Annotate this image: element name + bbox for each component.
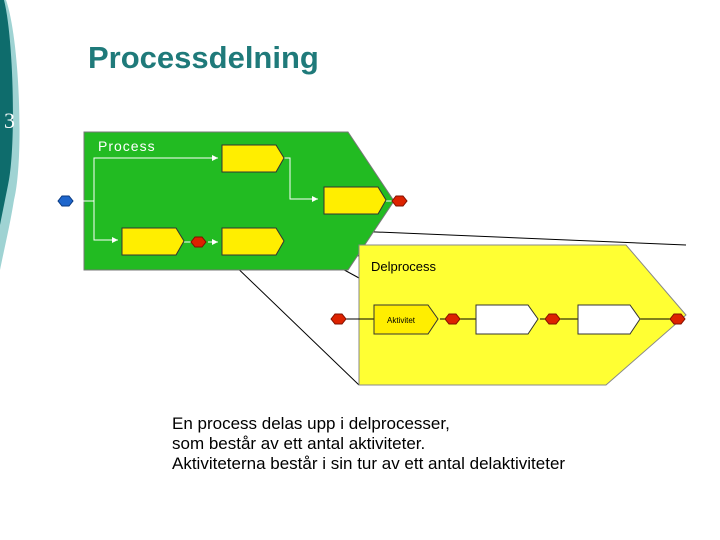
process-activity-box — [323, 186, 387, 215]
event-red — [444, 313, 461, 325]
activity-box — [577, 304, 641, 335]
event-red — [669, 313, 686, 325]
process-shape: Process — [57, 131, 408, 271]
process-activity-box — [121, 227, 185, 256]
process-activities — [121, 144, 387, 256]
flow-line — [282, 157, 318, 202]
event-red — [391, 195, 408, 207]
start-event-blue — [57, 195, 74, 207]
left-edge-decoration — [0, 0, 20, 270]
process-activity-box — [221, 144, 285, 173]
caption-line: En process delas upp i delprocesser, — [172, 414, 450, 433]
connector-line — [226, 257, 360, 386]
caption: En process delas upp i delprocesser, som… — [172, 414, 565, 474]
caption-line: som består av ett antal aktiviteter. — [172, 434, 426, 453]
event-red — [330, 313, 347, 325]
activity-box — [373, 304, 439, 335]
dark-teal-bar — [0, 0, 13, 225]
process-label: Process — [98, 138, 156, 154]
activity-box — [475, 304, 539, 335]
flow-line — [93, 155, 218, 201]
process-activity-box — [221, 227, 285, 256]
event-red — [190, 236, 207, 248]
process-flow-lines — [72, 155, 394, 245]
subprocess-shape: Delprocess Aktivitet — [330, 244, 687, 386]
slide-title: Processdelning — [88, 40, 319, 75]
slide-number: 3 — [4, 108, 15, 133]
caption-line: Aktiviteterna består i sin tur av ett an… — [172, 454, 566, 473]
subprocess-activities: Aktivitet — [373, 304, 641, 335]
activity-label: Aktivitet — [387, 316, 416, 325]
event-red — [544, 313, 561, 325]
subprocess-label: Delprocess — [371, 259, 437, 274]
flow-line — [93, 201, 118, 243]
